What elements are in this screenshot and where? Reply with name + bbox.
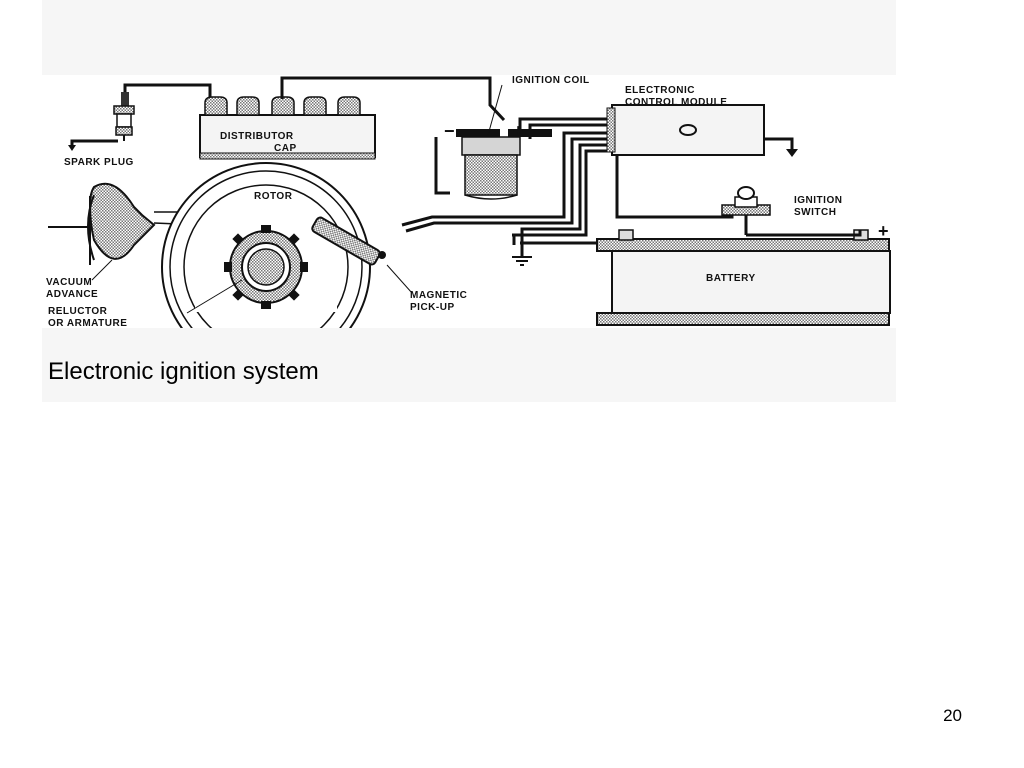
spark-plug-wire [123, 83, 212, 101]
ignition-coil [456, 129, 552, 200]
battery [596, 229, 891, 326]
slide-number: 20 [943, 706, 962, 725]
spark-plug [68, 92, 135, 151]
magnetic-pickup-label-line2: PICK-UP [410, 302, 455, 313]
rotor-label: ROTOR [254, 191, 293, 202]
reluctor-label-line2: OR ARMATURE [48, 318, 127, 328]
leader-lines [91, 259, 413, 314]
distributor-cap-label-line2: CAP [274, 143, 297, 154]
spark-plug-label: SPARK PLUG [64, 157, 134, 168]
ecm-label-line1: ELECTRONIC [625, 85, 695, 96]
ignition-switch-label-line2: SWITCH [794, 207, 836, 218]
reluctor [224, 225, 308, 309]
ignition-system-diagram: IGNITION COIL ELECTRONIC CONTROL MODULE … [42, 75, 896, 328]
distributor-cap [199, 96, 376, 160]
coil-negative-label: − [444, 121, 455, 141]
reluctor-label-line1: RELUCTOR [48, 306, 108, 317]
ignition-switch-label-line1: IGNITION [794, 195, 842, 206]
electronic-control-module [606, 104, 798, 157]
vacuum-advance-label-line1: VACUUM [46, 277, 92, 288]
battery-label: BATTERY [706, 273, 756, 284]
coil-leader [487, 84, 503, 136]
distributor-cap-label-line1: DISTRIBUTOR [220, 131, 294, 142]
diagram-svg: IGNITION COIL ELECTRONIC CONTROL MODULE … [46, 75, 891, 328]
battery-positive-label: + [878, 221, 889, 241]
figure-caption: Electronic ignition system [48, 358, 319, 385]
magnetic-pickup-label-line1: MAGNETIC [410, 290, 467, 301]
ignition-coil-label: IGNITION COIL [512, 75, 590, 86]
magnetic-pickup [311, 216, 386, 266]
vacuum-advance-label-line2: ADVANCE [46, 289, 98, 300]
ground-symbol [512, 233, 554, 266]
coil-positive-label: + [513, 121, 524, 141]
ignition-switch [721, 186, 771, 235]
ecm-label-line2: CONTROL MODULE [625, 97, 727, 108]
